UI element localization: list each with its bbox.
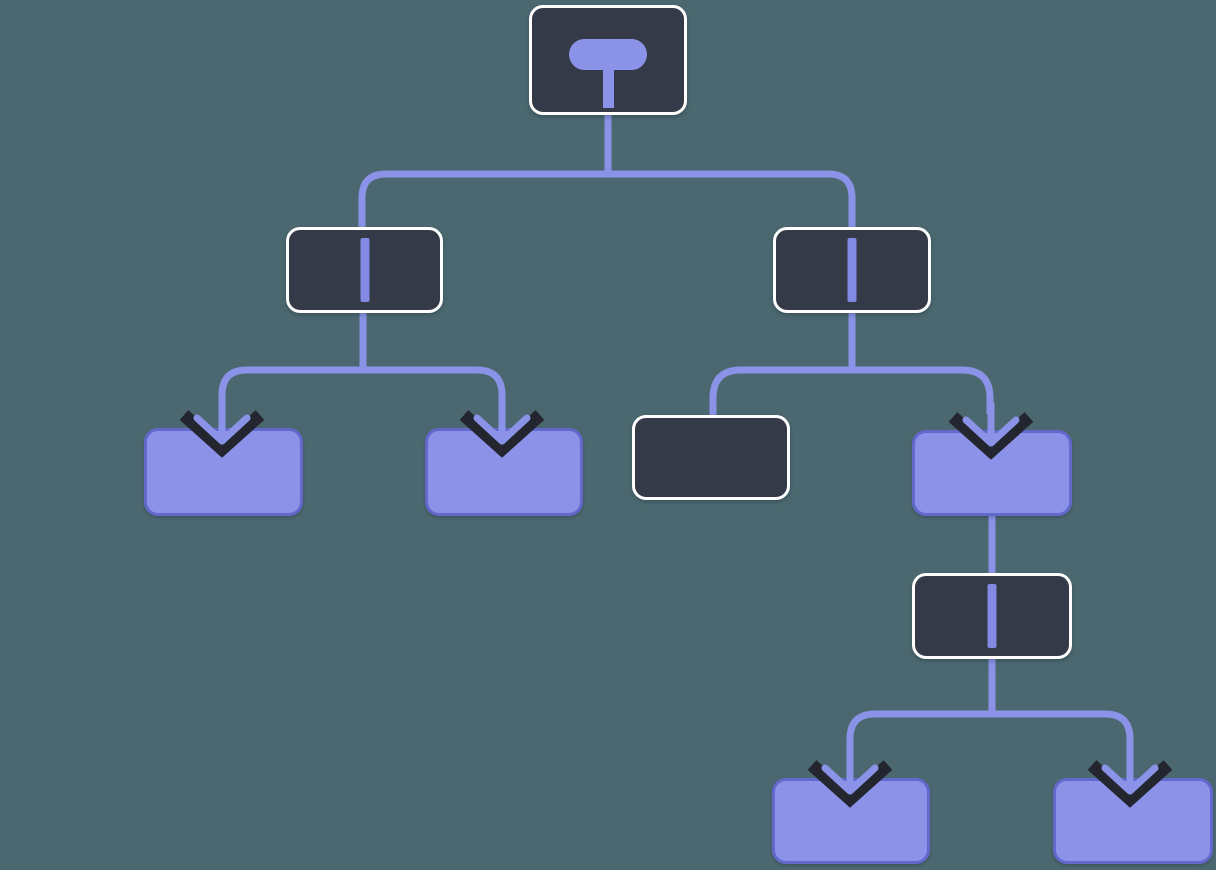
node-root[interactable] (529, 5, 687, 115)
through-line-icon (360, 238, 369, 302)
node-leaf-5[interactable] (1053, 778, 1213, 864)
node-branch-right[interactable] (773, 227, 931, 313)
node-leaf-4[interactable] (772, 778, 930, 864)
root-pill-icon (532, 8, 684, 112)
node-node-plain[interactable] (632, 415, 790, 500)
node-leaf-2[interactable] (425, 428, 583, 516)
root-stem-shape (602, 70, 614, 108)
through-line-icon (847, 238, 857, 302)
node-leaf-3[interactable] (912, 430, 1072, 516)
through-line-icon (987, 584, 997, 648)
node-branch-mid[interactable] (912, 573, 1072, 659)
root-pill-shape (569, 39, 647, 70)
node-leaf-1[interactable] (144, 428, 303, 516)
node-branch-left[interactable] (286, 227, 443, 313)
